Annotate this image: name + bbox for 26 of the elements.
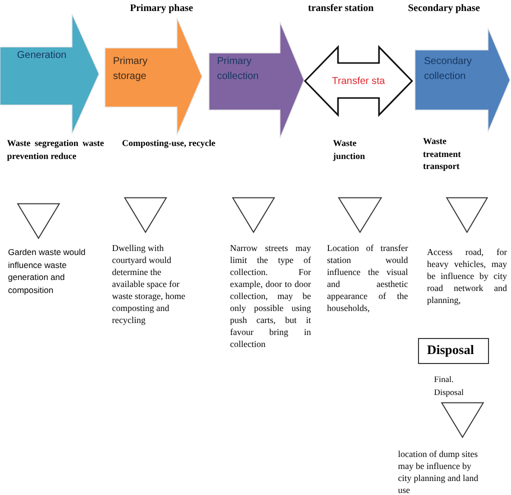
stage-note: Final. Disposal: [434, 373, 465, 398]
down-triangle-icon: [338, 197, 382, 233]
down-triangle-icon: [232, 197, 275, 233]
stage-note: Waste treatment transport: [423, 135, 462, 172]
down-triangle-icon: [441, 402, 484, 438]
stage-box: Disposal: [418, 338, 489, 364]
down-triangle-icon: [446, 197, 488, 233]
stage-note: Waste junction: [333, 137, 366, 162]
down-triangle-icon: [17, 203, 60, 239]
phase-heading: transfer station: [308, 3, 374, 15]
description-text: Narrow streets may limit the type of collection. For example, door to door collection, may be only possible using push carts, but it favour bring in collection: [230, 242, 311, 350]
description-text: location of dump sites may be influence by city planning and land use: [398, 448, 480, 495]
phase-heading: Primary phase: [130, 3, 194, 15]
process-step: Secondary collection: [415, 28, 510, 132]
description-text: Location of transfer station would influence the visual and aesthetic appearance of the households,: [327, 242, 408, 314]
phase-heading: Secondary phase: [408, 3, 480, 15]
description-text: Dwelling with courtyard would determine the available space for waste storage, home composting and recycling: [112, 242, 186, 326]
description-text: Garden waste would influence waste generation and composition: [8, 246, 86, 296]
process-step: Primary collection: [209, 22, 304, 138]
process-step: Generation: [0, 14, 99, 134]
process-step: Transfer sta: [304, 46, 413, 116]
stage-note: Waste segregation waste prevention reduce: [7, 137, 104, 162]
process-step: Primary storage: [105, 18, 202, 135]
description-text: Access road, for heavy vehicles, may be influence by city road network and planning,: [427, 246, 507, 306]
stage-note: Composting-use, recycle: [122, 137, 216, 150]
down-triangle-icon: [124, 197, 167, 233]
